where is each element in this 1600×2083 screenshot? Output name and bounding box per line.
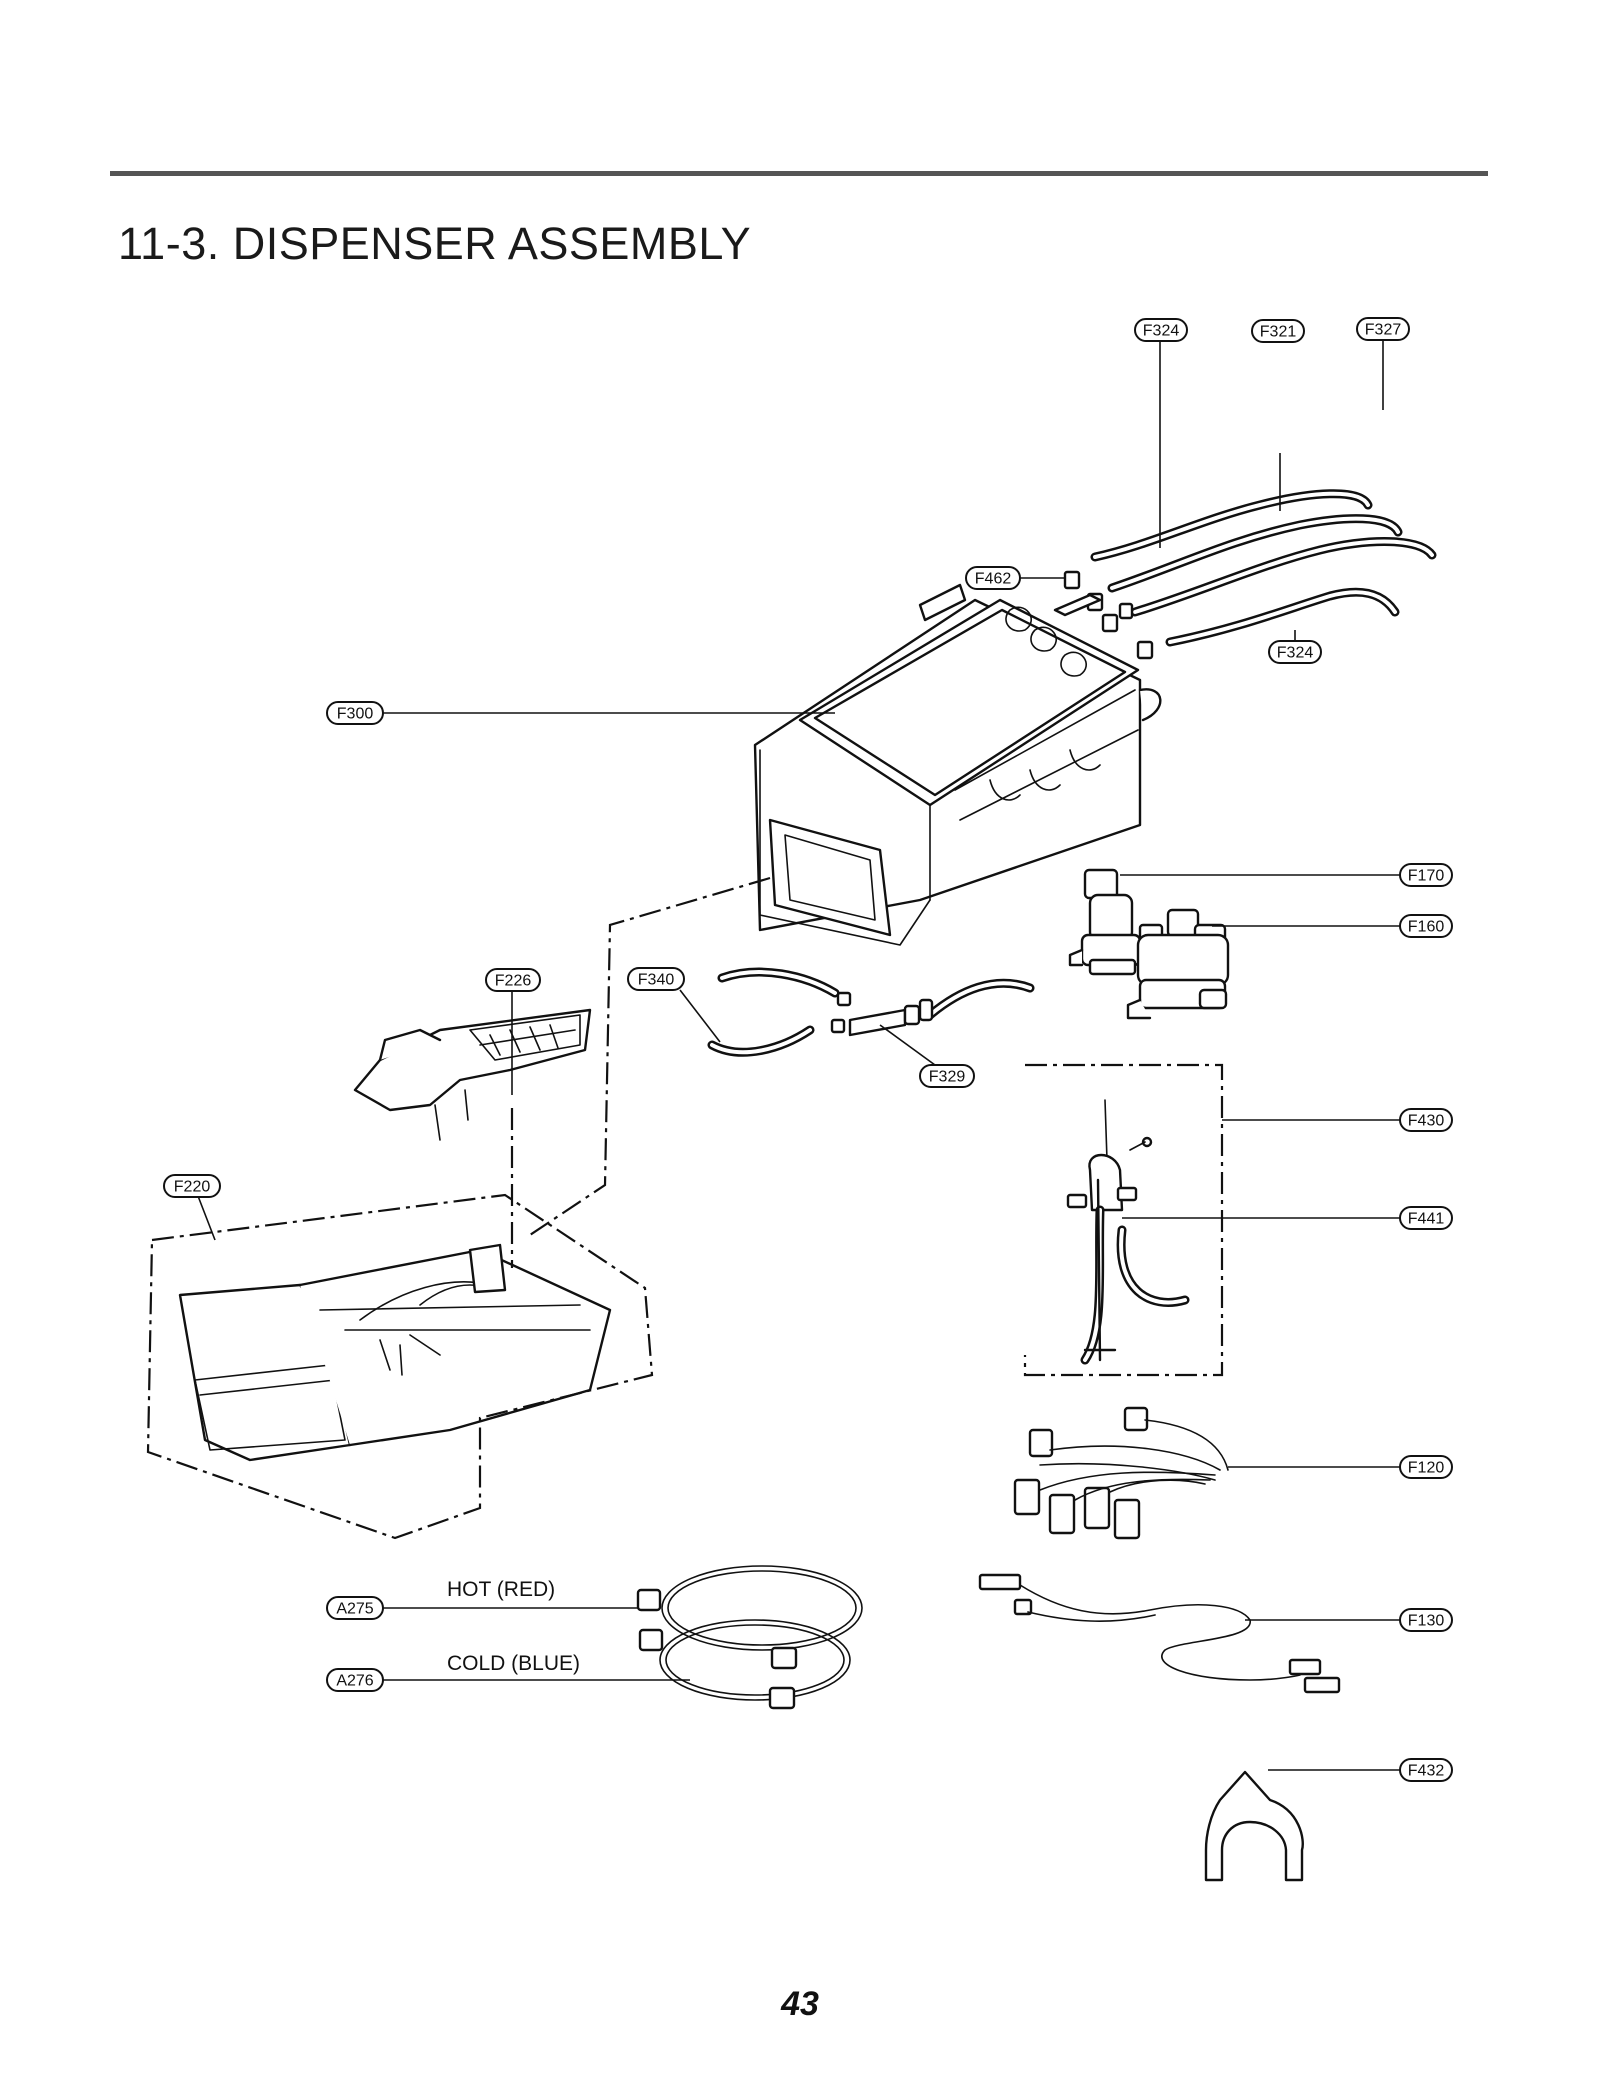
callout-f324-bottom: F324 xyxy=(1268,640,1322,664)
detergent-drawer xyxy=(178,1243,612,1462)
drain-hose-assembly xyxy=(1066,1099,1190,1365)
callout-label: F324 xyxy=(1143,323,1180,340)
callout-f220: F220 xyxy=(163,1174,221,1198)
callout-label: F329 xyxy=(929,1069,966,1086)
callout-label: F430 xyxy=(1408,1113,1445,1130)
siphon-hose xyxy=(707,967,1035,1057)
callout-label: F170 xyxy=(1408,868,1445,885)
callout-f160: F160 xyxy=(1399,914,1453,938)
callout-label: A275 xyxy=(336,1601,373,1618)
callout-label: F321 xyxy=(1260,324,1297,341)
wire-harness xyxy=(1013,1406,1229,1540)
callout-label: F327 xyxy=(1365,322,1402,339)
water-valves xyxy=(1068,868,1230,1020)
callout-label: F300 xyxy=(337,706,374,723)
callout-f441: F441 xyxy=(1399,1206,1453,1230)
callout-f170: F170 xyxy=(1399,863,1453,887)
callout-label: F340 xyxy=(638,972,675,989)
callout-label: F130 xyxy=(1408,1613,1445,1630)
callout-a276: A276 xyxy=(326,1668,384,1692)
callout-label: F432 xyxy=(1408,1763,1445,1780)
cold-hose-label: COLD (BLUE) xyxy=(447,1652,580,1675)
callout-f120: F120 xyxy=(1399,1455,1453,1479)
callout-f226: F226 xyxy=(485,968,541,992)
callout-f329: F329 xyxy=(919,1064,975,1088)
callout-label: F324 xyxy=(1277,645,1314,662)
callout-f340: F340 xyxy=(627,967,685,991)
callout-f432: F432 xyxy=(1399,1758,1453,1782)
hot-hose-label: HOT (RED) xyxy=(447,1578,555,1601)
callout-label: F220 xyxy=(174,1179,211,1196)
callout-f300: F300 xyxy=(326,701,384,725)
callout-leaders xyxy=(197,340,1400,1771)
callout-a275: A275 xyxy=(326,1596,384,1620)
inlet-hose-pair xyxy=(636,1565,863,1710)
drain-group-outline xyxy=(1023,1063,1224,1377)
callout-label: F226 xyxy=(495,973,532,990)
sensor-harness xyxy=(978,1573,1341,1694)
callout-f430: F430 xyxy=(1399,1108,1453,1132)
callout-f462: F462 xyxy=(965,566,1021,590)
dispenser-housing xyxy=(753,583,1162,946)
inlet-hoses xyxy=(1063,489,1437,660)
callout-f321: F321 xyxy=(1251,319,1305,343)
assembly-centerline xyxy=(529,876,771,1236)
drawer-cover xyxy=(353,1008,592,1141)
callout-label: F462 xyxy=(975,571,1012,588)
hose-guide xyxy=(1204,1770,1304,1882)
drawer-group-outline xyxy=(146,1193,654,1540)
callout-label: F441 xyxy=(1408,1211,1445,1228)
callout-f324-top: F324 xyxy=(1134,318,1188,342)
callout-f327: F327 xyxy=(1356,317,1410,341)
callout-label: F120 xyxy=(1408,1460,1445,1477)
page-title: 11-3. DISPENSER ASSEMBLY xyxy=(118,218,752,269)
page-number: 43 xyxy=(781,1985,819,2023)
header-rule xyxy=(110,171,1488,176)
callout-f130: F130 xyxy=(1399,1608,1453,1632)
callout-label: F160 xyxy=(1408,919,1445,936)
callout-label: A276 xyxy=(336,1673,373,1690)
